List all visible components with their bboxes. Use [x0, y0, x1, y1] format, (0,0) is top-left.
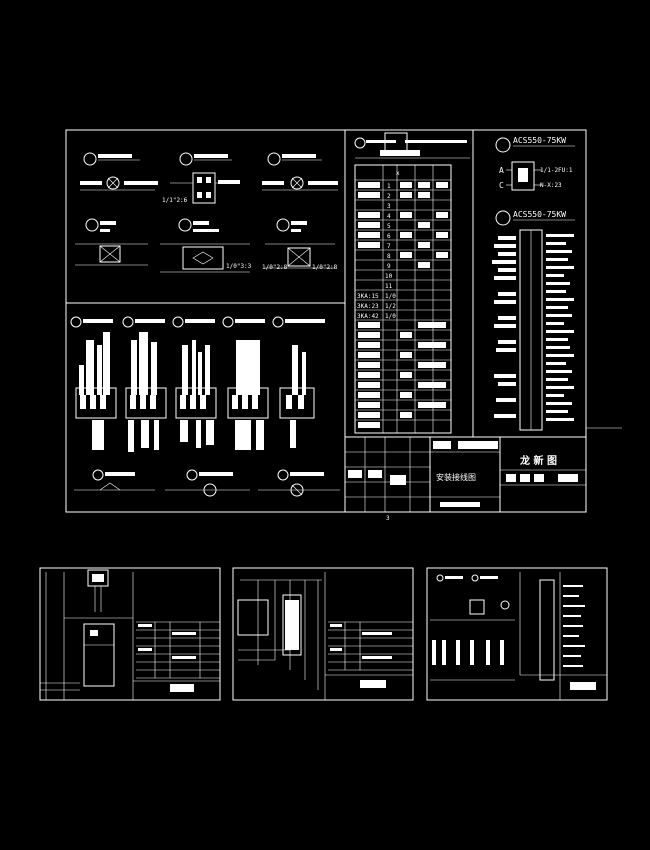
table-cell: 10 [385, 273, 393, 280]
table-cell: 3 [387, 203, 391, 210]
table-cell: 3KA:42 [357, 313, 379, 320]
terminal-label-3: 1/0"2:8 [262, 264, 288, 271]
sheet-number: 3 [386, 515, 390, 522]
lower-bus-bars [92, 420, 296, 452]
breaker-modules [75, 387, 315, 419]
drive-marker-icon [495, 210, 511, 226]
table-cell: 1 [387, 183, 391, 190]
ratio-a-label: 1/1-2FU:1 [540, 167, 573, 174]
table-cell: 6 [387, 233, 391, 240]
drive-model-a: ACS550-75KW [513, 136, 566, 145]
thumbnail-cabinet-elevation [39, 567, 221, 701]
table-row-lines [355, 179, 451, 421]
terminal-label-4: 1/0"2:8 [312, 264, 338, 271]
table-row-numbers: 1 2 3 4 5 6 7 8 9 10 11 3KA:15 1/0 3KA:2… [357, 183, 396, 320]
symbol-panel: 1/1"2:6 [75, 152, 338, 273]
bottom-components [74, 469, 340, 497]
ratio-c-label: N-X:23 [540, 182, 562, 189]
symbol-group-4 [75, 218, 148, 266]
symbol-group-2: 1/1"2:6 [162, 152, 240, 204]
table-cell: 8 [387, 253, 391, 260]
main-sheet-border [65, 129, 587, 513]
main-sheet [65, 129, 622, 513]
panel-header-markers [70, 316, 325, 328]
terminal-wires-left [492, 236, 516, 418]
table-cell: 3KA:23 [357, 303, 379, 310]
table-filled-cells [358, 182, 448, 428]
breaker-panel [70, 316, 340, 497]
phase-a-label: A [499, 166, 504, 175]
vertical-bus-bars [79, 332, 306, 395]
drive-model-b: ACS550-75KW [513, 210, 566, 219]
table-cell: 11 [385, 283, 393, 290]
symbol-group-5: 1/0"3:3 [160, 218, 252, 273]
thumb1-table [133, 621, 220, 692]
drive-terminal-diagram: ACS550-75KW A C 1/1-2FU:1 N-X:23 ACS550-… [492, 136, 575, 431]
thumbnail-terminal-wiring [426, 567, 608, 701]
symbol-group-3 [262, 152, 338, 191]
table-cell: 1/2 [385, 303, 396, 310]
table-cell: 2 [387, 193, 391, 200]
symbol-group-6: 1/0"2:8 1/0"2:8 [262, 218, 338, 271]
thumbnail-control-schematic [232, 567, 414, 701]
company-mark: 龙 新 图 [519, 454, 557, 467]
terminal-wires-right [546, 234, 574, 421]
thumb2-table [325, 621, 413, 688]
table-cell: 9 [387, 263, 391, 270]
drive-marker-icon [495, 137, 511, 153]
drawing-name: 安装接线图 [436, 472, 476, 482]
table-cell: 7 [387, 243, 391, 250]
transformer-icon [511, 161, 535, 191]
table-cell: 1/0 [385, 293, 396, 300]
table-cell: 1/0 [385, 313, 396, 320]
title-block: 安装接线图 龙 新 图 [345, 436, 586, 512]
svg-text:x: x [396, 170, 400, 177]
table-cell: 5 [387, 223, 391, 230]
wiring-table: x [354, 132, 470, 434]
table-cell: 3KA:15 [357, 293, 379, 300]
terminal-label-1: 1/1"2:6 [162, 197, 188, 204]
table-cell: 4 [387, 213, 391, 220]
terminal-label-2: 1/0"3:3 [226, 263, 252, 270]
phase-c-label: C [499, 181, 504, 190]
symbol-group-1 [80, 152, 158, 191]
